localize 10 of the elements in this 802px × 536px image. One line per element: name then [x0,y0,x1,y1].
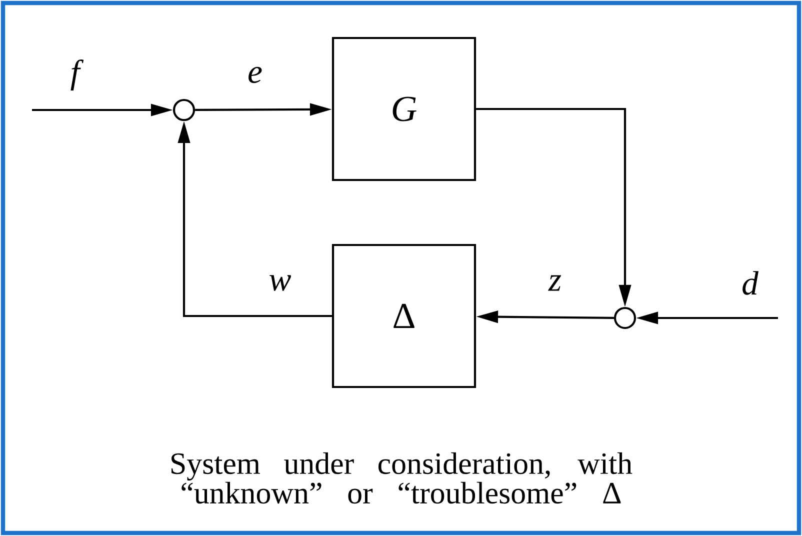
block-box: Δ [332,244,476,388]
caption: System under consideration, with “unknown” or “troublesome” Δ [172,452,632,504]
signal-label: f [70,60,84,90]
summing-junction [614,306,636,330]
summing-junction [172,98,196,122]
signal-label: z [548,275,562,291]
signal-label: w [270,275,291,291]
signal-label: e [248,66,262,84]
signal-label: d [742,271,759,295]
block-box: G [332,36,476,182]
